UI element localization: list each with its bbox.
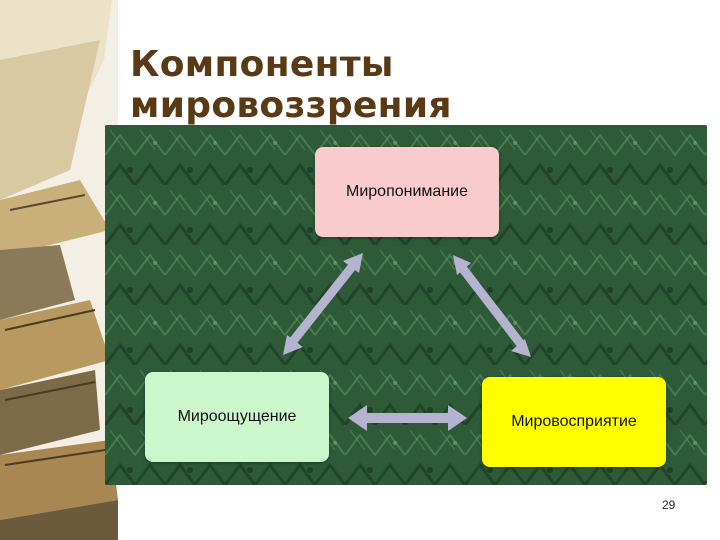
arrow-top-right [453, 255, 531, 357]
arrow-left-right [348, 405, 467, 431]
node-mirooshchushchenie: Мироощущение [145, 372, 329, 462]
node-miroponimanie: Миропонимание [315, 147, 499, 237]
arrow-top-left [283, 253, 363, 355]
slide-title: Компоненты мировоззрения [130, 44, 452, 126]
page-number: 29 [662, 498, 676, 512]
book-stack-decoration [0, 0, 118, 540]
diagram-panel: Миропонимание Мироощущение Мировосприяти… [105, 125, 707, 485]
node-mirovospriyatie: Мировосприятие [482, 377, 666, 467]
